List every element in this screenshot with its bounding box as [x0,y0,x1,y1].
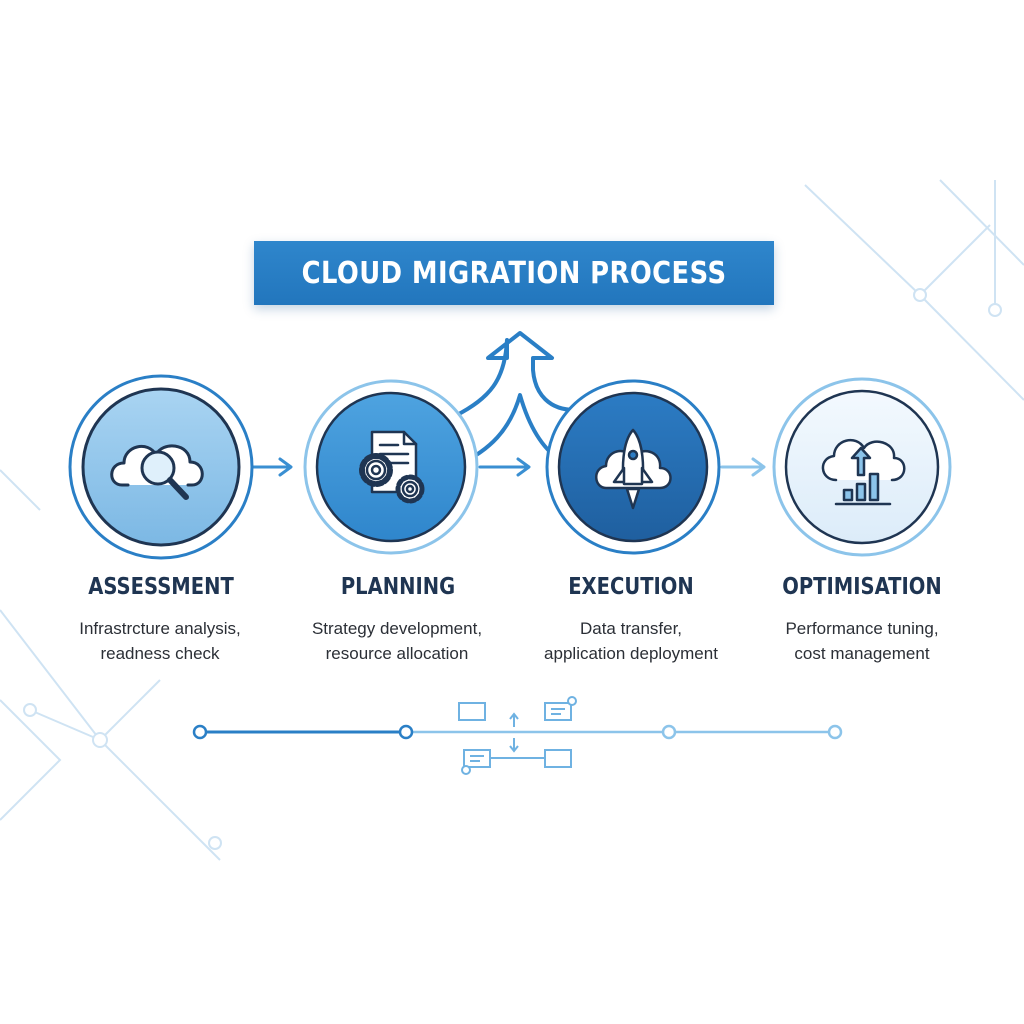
step-description-assessment: Infrastrcture analysis, readness check [40,616,280,666]
description-line: Performance tuning, [785,619,939,638]
description-line: Data transfer, [579,619,683,638]
background-circuit-lines [0,179,1024,861]
cloud-upload-chart-icon [821,438,906,506]
step-title-execution: EXECUTION [568,574,694,600]
step-title-planning: PLANNING [340,574,456,600]
upward-arrow-connector [454,331,576,467]
timeline-node [192,724,208,740]
description-line: Strategy development, [311,619,483,638]
description-line: readness check [100,644,220,663]
diagram-title: CLOUD MIGRATION PROCESS [301,255,727,291]
cloud-magnifier-icon [110,444,204,500]
timeline-node [398,724,414,740]
description-line: cost management [794,644,930,663]
cloud-rocket-icon [595,428,672,510]
timeline-node [661,724,677,740]
data-transfer-glyph [458,696,577,775]
step-title-assessment: ASSESSMENT [88,574,234,600]
description-line: application deployment [544,644,718,663]
step-description-optimisation: Performance tuning, cost management [742,616,982,666]
title-banner: CLOUD MIGRATION PROCESS [254,241,774,305]
timeline [192,724,843,740]
step-optimisation-node [772,377,952,557]
step-description-planning: Strategy development, resource allocatio… [277,616,517,666]
step-arrows [246,457,766,477]
description-line: resource allocation [325,644,469,663]
step-title-optimisation: OPTIMISATION [782,574,942,600]
document-gears-icon [359,430,425,504]
timeline-node [827,724,843,740]
step-planning-node [303,379,479,555]
description-line: Infrastrcture analysis, [79,619,241,638]
step-assessment-node [68,374,254,560]
step-description-execution: Data transfer, application deployment [511,616,751,666]
step-execution-node [545,379,721,555]
